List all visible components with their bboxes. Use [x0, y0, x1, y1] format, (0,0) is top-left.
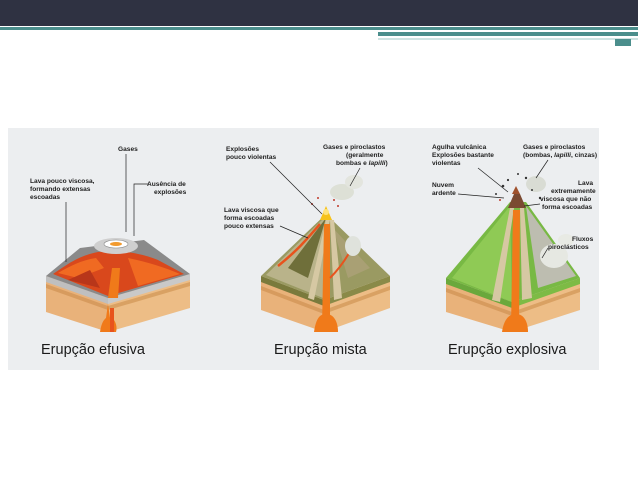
label-lava-line2: formando extensas [30, 186, 91, 193]
label-fluxos-line1: Fluxos [572, 236, 594, 243]
label-gases-line1: Gases e piroclastos [523, 144, 586, 151]
accent-line-short [378, 32, 638, 36]
label-agulha-line2: Explosões bastante [432, 152, 494, 159]
label-ausencia-line1: Ausência de [147, 181, 186, 188]
label-nuvem-line1: Nuvem [432, 182, 454, 189]
label-lava-line3: escoadas [30, 194, 60, 201]
label-lava-line1: Lava [578, 180, 593, 187]
label-lava-line2: extremamente [551, 188, 596, 195]
effusive-labels: Gases Lava pouco viscosa, formando exten… [30, 146, 187, 262]
label-lava-line4: forma escoadas [542, 204, 593, 211]
explosive-labels: Agulha vulcânica Explosões bastante viol… [432, 144, 597, 259]
accent-mark [615, 39, 631, 46]
effusive-volcano-block [46, 238, 190, 332]
label-lava-line3: viscosa que não [540, 196, 591, 203]
label-nuvem-line2: ardente [432, 190, 456, 197]
explosive-volcano-block [446, 173, 580, 332]
label-gases-line1: Gases e piroclastos [323, 144, 386, 151]
label-lava-line2: forma escoadas [224, 215, 275, 222]
caption-effusive: Erupção efusiva [41, 342, 146, 358]
accent-line [0, 27, 638, 30]
label-explosoes-line2: pouco violentas [226, 154, 277, 161]
label-lava-line3: pouco extensas [224, 223, 274, 230]
label-gases: Gases [118, 146, 138, 153]
eruption-diagrams-svg: Gases Lava pouco viscosa, formando exten… [30, 144, 597, 358]
mixed-volcano-block [261, 175, 390, 332]
label-ausencia-line2: explosões [154, 189, 187, 196]
label-fluxos-line2: piroclásticos [548, 244, 589, 251]
label-agulha-line1: Agulha vulcânica [432, 144, 487, 151]
label-gases-line2: (bombas, lapilli, cinzas) [523, 152, 597, 159]
mixed-labels: Explosões pouco violentas Gases e pirocl… [224, 144, 388, 239]
label-explosoes-line1: Explosões [226, 146, 259, 153]
label-agulha-line3: violentas [432, 160, 461, 167]
label-gases-line2: (geralmente [346, 152, 384, 159]
caption-mixed: Erupção mista [274, 342, 368, 358]
volcano-eruption-figure: Gases Lava pouco viscosa, formando exten… [8, 128, 599, 370]
accent-line-faint [378, 38, 638, 40]
caption-explosive: Erupção explosiva [448, 342, 567, 358]
title-bar [0, 0, 638, 26]
label-lava-line1: Lava viscosa que [224, 207, 279, 214]
label-gases-line3: bombas e lapilli) [336, 160, 388, 167]
label-lava-line1: Lava pouco viscosa, [30, 178, 95, 185]
